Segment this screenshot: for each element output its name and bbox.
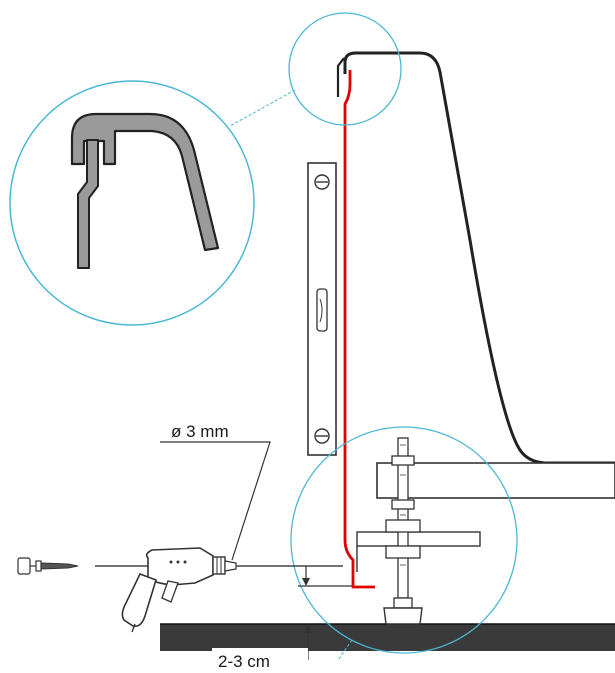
adjustable-foot xyxy=(383,437,423,625)
spirit-level-icon xyxy=(307,162,337,456)
gap-height-label: 2-3 cm xyxy=(218,652,270,671)
magnified-clip-detail xyxy=(9,80,255,326)
top-detail-callout xyxy=(229,12,402,127)
screw-icon xyxy=(17,557,79,575)
support-beam xyxy=(376,462,615,499)
power-drill-icon xyxy=(121,547,237,633)
bath-panel xyxy=(343,70,375,589)
drill-diameter-label: ø 3 mm xyxy=(171,422,229,441)
floor xyxy=(160,623,615,651)
bathtub-outline xyxy=(343,51,615,465)
gap-dimension: 2-3 cm xyxy=(212,566,352,672)
panel-top-clip xyxy=(336,57,345,97)
bottom-detail-callout xyxy=(290,426,518,661)
diameter-leader: ø 3 mm xyxy=(160,422,271,561)
